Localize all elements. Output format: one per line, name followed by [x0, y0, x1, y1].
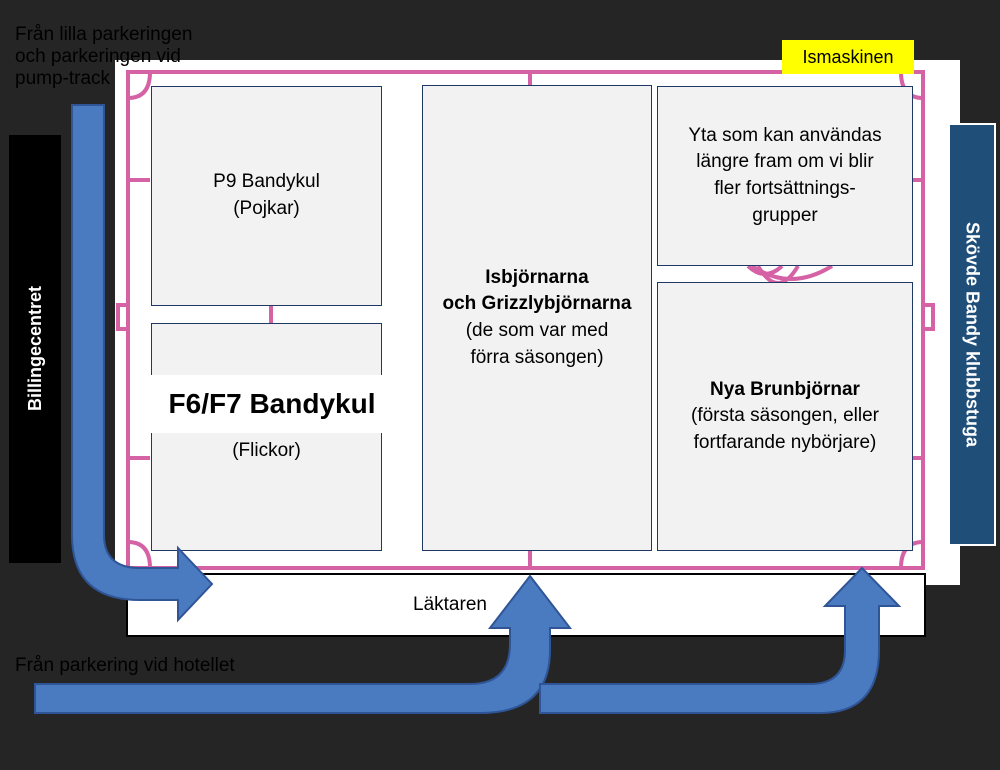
- zone-isbjornarna-title1: Isbjörnarna: [485, 266, 589, 288]
- zone-isbjornarna-sub2: förra säsongen): [470, 346, 604, 368]
- zone-f6f7-subtitle-wrap: (Flickor): [151, 440, 382, 462]
- billingecentret-bar: Billingecentret: [9, 135, 61, 563]
- laktaren-label-wrap: Läktaren: [380, 594, 520, 616]
- arrow-from-hotel-to-right: [539, 566, 902, 714]
- zone-f6f7: [151, 323, 382, 551]
- from-hotel-parking-note: Från parkering vid hotellet: [15, 655, 235, 676]
- zone-isbjornarna: Isbjörnarna och Grizzlybjörnarna (de som…: [422, 85, 652, 551]
- zone-f6f7-title: F6/F7 Bandykul: [168, 388, 376, 419]
- zone-p9-subtitle: (Pojkar): [233, 198, 300, 219]
- from-small-parking-note: Från lilla parkeringen och parkeringen v…: [15, 24, 193, 89]
- zone-nya-sub2: fortfarande nybörjare): [693, 431, 877, 453]
- zone-future-l1: Yta som kan användas: [688, 124, 882, 146]
- zone-nya-title: Nya Brunbjörnar: [710, 378, 860, 400]
- zone-isbjornarna-title2: och Grizzlybjörnarna: [442, 293, 632, 315]
- laktaren-label: Läktaren: [413, 594, 487, 615]
- ismaskinen-label: Ismaskinen: [782, 40, 914, 74]
- arrow-from-hotel-to-center: [34, 574, 573, 714]
- zone-nya-sub1: (första säsongen, eller: [691, 405, 879, 427]
- zone-future: Yta som kan användas längre fram om vi b…: [657, 86, 913, 266]
- zone-future-l3: fler fortsättnings-: [714, 178, 856, 199]
- zone-future-l4: grupper: [752, 204, 818, 226]
- clubhouse-label: Skövde Bandy klubbstuga: [962, 221, 983, 448]
- clubhouse-bar: Skövde Bandy klubbstuga: [948, 123, 996, 546]
- zone-future-l2: längre fram om vi blir: [696, 151, 874, 173]
- arrow-from-small-parking: [71, 104, 214, 623]
- zone-isbjornarna-sub1: (de som var med: [465, 320, 609, 341]
- zone-p9-title: P9 Bandykul: [213, 171, 320, 193]
- zone-nya-brunbjornar: Nya Brunbjörnar (första säsongen, eller …: [657, 282, 913, 551]
- zone-f6f7-subtitle: (Flickor): [232, 440, 301, 461]
- zone-f6f7-title-box: F6/F7 Bandykul: [148, 375, 396, 433]
- zone-p9: P9 Bandykul (Pojkar): [151, 86, 382, 306]
